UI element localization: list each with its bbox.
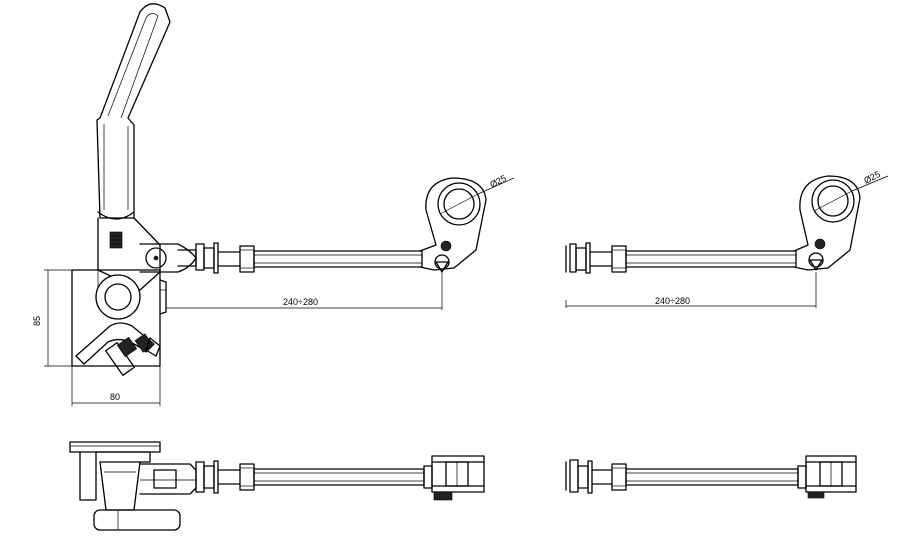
bottom-right-assembly xyxy=(565,455,857,499)
rod-end-side-right xyxy=(565,459,613,494)
dimension-height: 85 xyxy=(32,269,72,367)
telescopic-rod xyxy=(239,245,423,273)
rod-end-fitting xyxy=(565,242,613,274)
telescopic-rod-right xyxy=(611,245,797,273)
eye-bracket-right xyxy=(793,175,889,271)
dimension-length-label: 240÷280 xyxy=(283,297,318,307)
dimension-length: 240÷280 xyxy=(166,272,443,310)
dimension-width: 80 xyxy=(71,340,161,406)
top-right-assembly: 240÷280 Ø25 xyxy=(565,169,889,308)
base-plate-side xyxy=(69,441,181,531)
v-cradle xyxy=(75,322,155,365)
lever-handle xyxy=(96,3,171,220)
rod-side xyxy=(239,463,425,491)
clevis-joint xyxy=(139,242,241,274)
fork-end-side-right xyxy=(797,455,857,499)
bottom-left-assembly xyxy=(69,441,485,531)
dimension-length-right: 240÷280 xyxy=(565,272,817,308)
dimension-width-label: 80 xyxy=(110,392,120,402)
dimension-length-right-label: 240÷280 xyxy=(655,296,690,306)
dimension-height-label: 85 xyxy=(32,316,42,326)
diameter-left-label: Ø25 xyxy=(488,173,508,190)
eye-bracket xyxy=(419,177,515,273)
fork-end-side xyxy=(423,455,485,501)
diameter-right-label: Ø25 xyxy=(862,169,882,186)
clamp-bolt xyxy=(105,333,161,376)
pivot-hole xyxy=(95,274,141,320)
rod-side-right xyxy=(611,463,799,491)
clevis-side xyxy=(139,460,241,495)
top-left-assembly: 240÷280 85 80 Ø25 xyxy=(32,3,515,406)
